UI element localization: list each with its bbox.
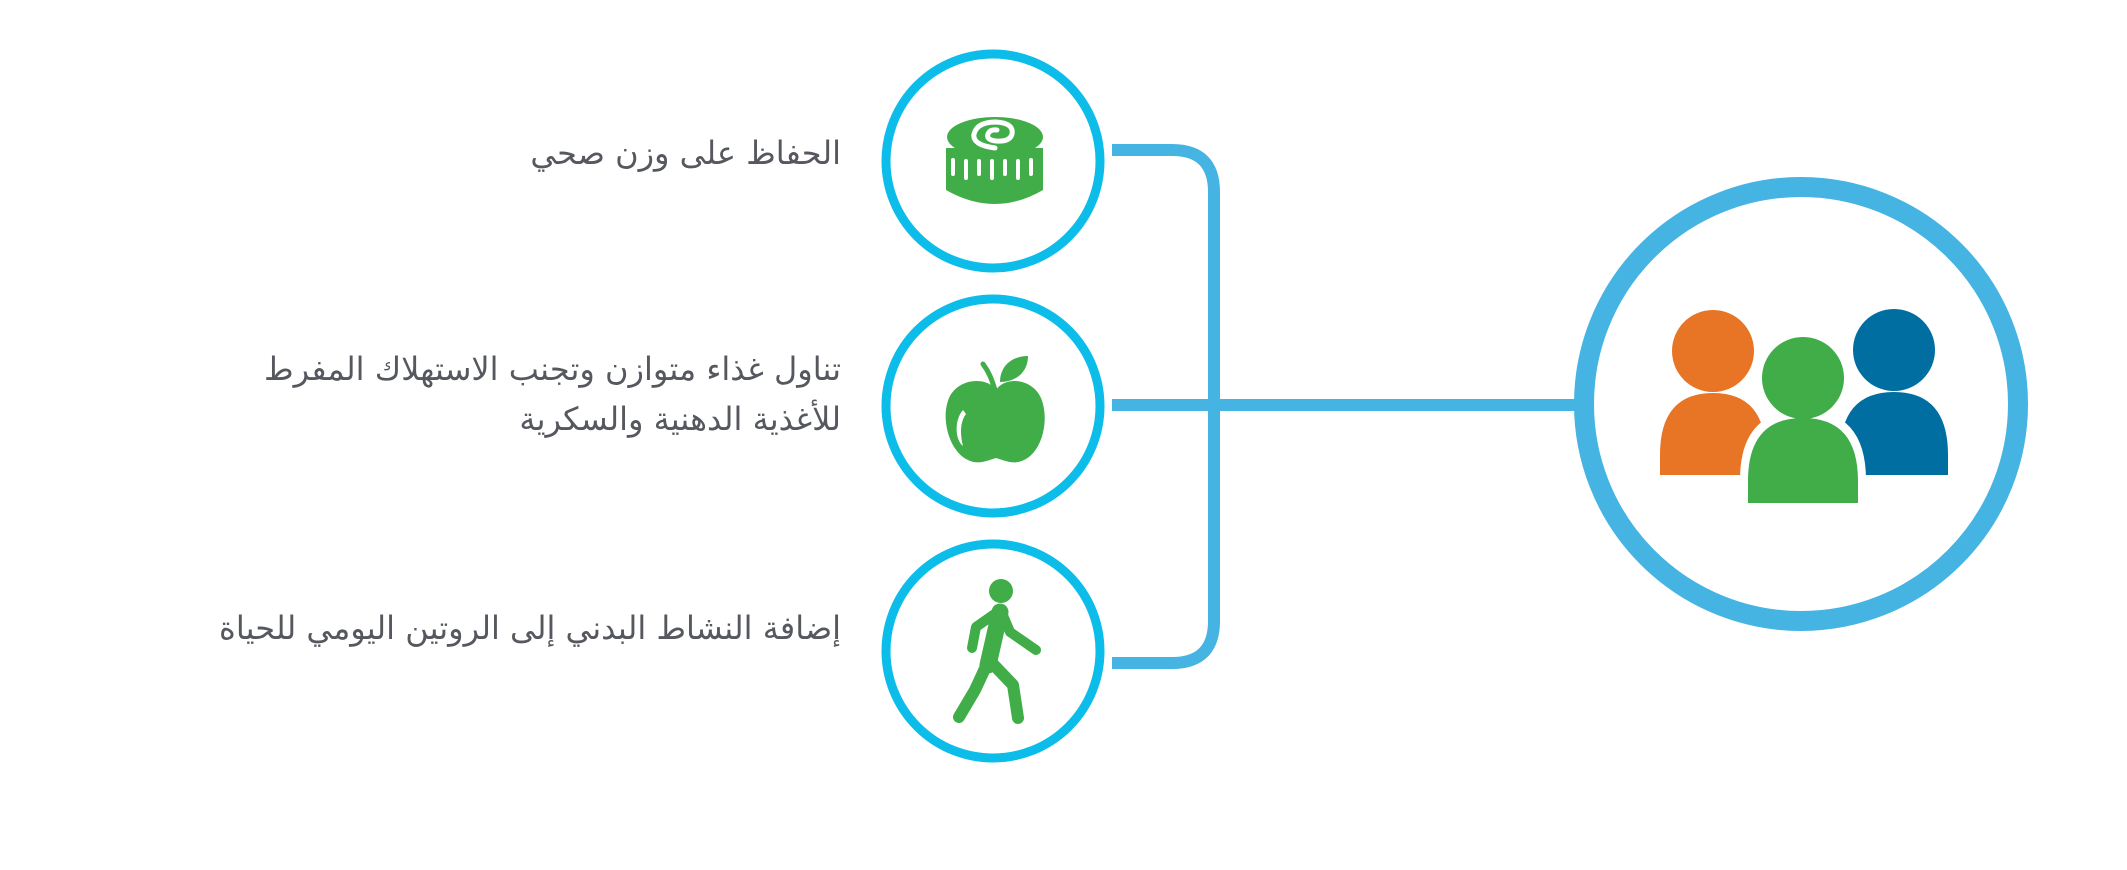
apple-icon: [945, 356, 1045, 463]
person-green: [1740, 330, 1866, 508]
item-label-physical-activity: إضافة النشاط البدني إلى الروتين اليومي ل…: [219, 603, 841, 653]
connector-lines: [1112, 144, 1578, 669]
tape-measure-icon: [946, 117, 1043, 204]
item-label-healthy-weight: الحفاظ على وزن صحي: [530, 128, 841, 178]
label-line: الحفاظ على وزن صحي: [530, 134, 841, 172]
label-line: إضافة النشاط البدني إلى الروتين اليومي ل…: [219, 609, 841, 647]
hub-circle: [1574, 177, 2028, 631]
label-line: تناول غذاء متوازن وتجنب الاستهلاك المفرط: [263, 350, 841, 388]
connector-bottom: [1112, 405, 1220, 669]
icon-circle-1: [881, 49, 1105, 273]
connector-top: [1112, 144, 1220, 405]
icon-circle-2: [881, 294, 1105, 518]
people-group-icon: [1660, 309, 1948, 508]
person-orange: [1660, 310, 1766, 475]
icon-circle-3: [881, 539, 1105, 763]
label-line: للأغذية الدهنية والسكرية: [519, 400, 841, 438]
person-blue: [1840, 309, 1948, 475]
walking-person-icon: [953, 579, 1041, 724]
item-label-balanced-diet: تناول غذاء متوازن وتجنب الاستهلاك المفرط…: [264, 344, 841, 444]
